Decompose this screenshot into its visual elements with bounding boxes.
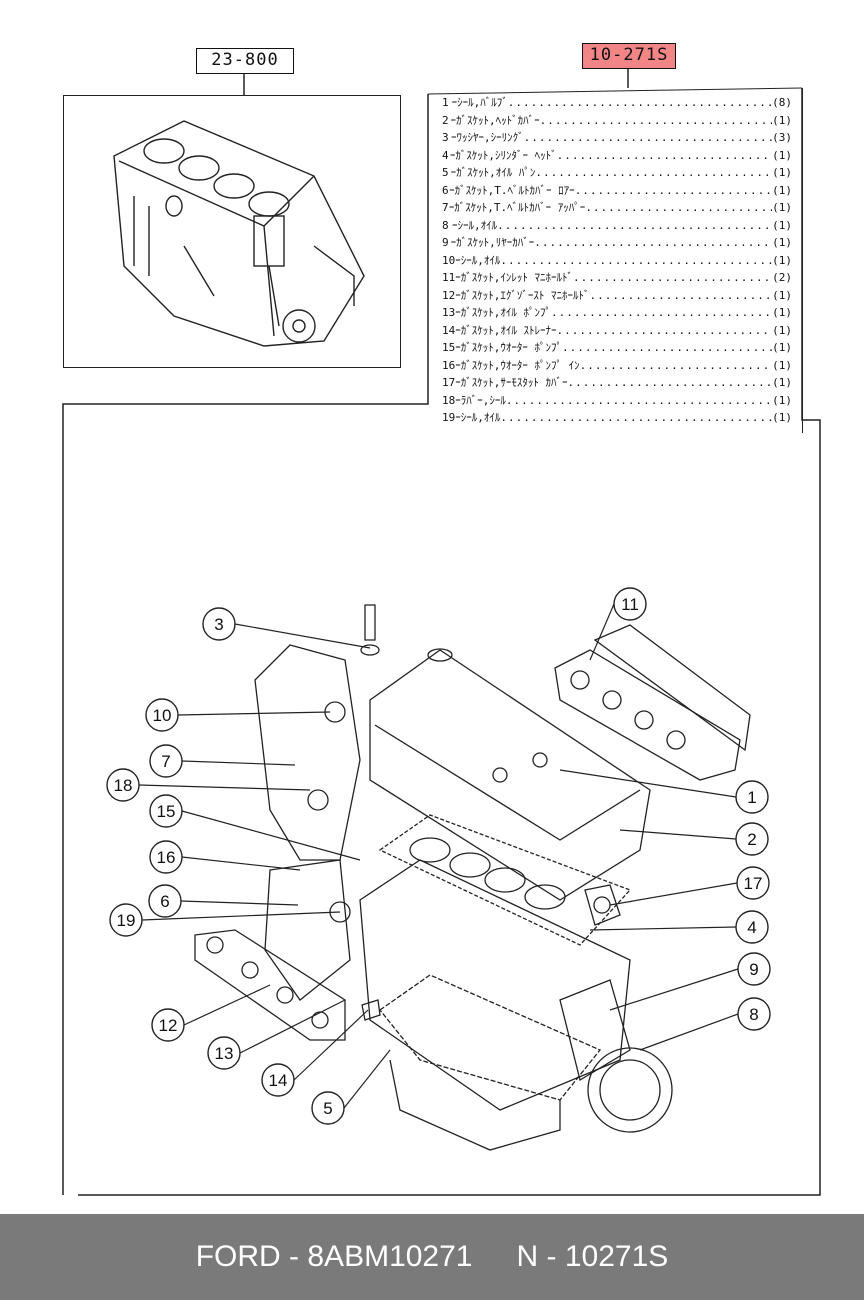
callout-number: 3	[214, 615, 223, 634]
callout-number: 15	[157, 802, 176, 821]
callout-leader-3	[234, 623, 371, 649]
callout-number: 11	[621, 595, 639, 614]
callout-leader-17	[609, 882, 738, 906]
callout-leader-18	[138, 784, 311, 791]
callout-leader-13	[239, 999, 346, 1054]
callout-number: 1	[747, 788, 756, 807]
callout-number: 9	[749, 960, 758, 979]
footer-bar: FORD - 8ABM10271 N - 10271S	[0, 1214, 864, 1300]
callout-leader-1	[559, 769, 737, 798]
callout-leader-2	[619, 829, 737, 840]
callout-11: 11	[613, 587, 647, 621]
callout-number: 7	[161, 752, 170, 771]
callout-19: 19	[109, 903, 143, 937]
footer-right-code: N - 10271S	[516, 1240, 669, 1273]
callout-leader-7	[181, 760, 296, 766]
callout-15: 15	[149, 794, 183, 828]
cylinder-block-illustration	[113, 120, 365, 347]
footer-left-code: FORD - 8ABM10271	[195, 1240, 473, 1273]
callout-number: 18	[114, 776, 133, 795]
callout-18: 18	[106, 768, 140, 802]
callout-leader-14	[293, 1009, 369, 1081]
callout-number: 13	[215, 1044, 234, 1063]
callout-9: 9	[737, 952, 771, 986]
callout-number: 6	[160, 892, 169, 911]
callout-13: 13	[207, 1036, 241, 1070]
callout-1: 1	[735, 780, 769, 814]
callout-number: 17	[744, 874, 763, 893]
callout-number: 14	[269, 1071, 288, 1090]
callout-leader-5	[343, 1049, 391, 1109]
callout-leader-16	[181, 856, 301, 871]
callout-leader-10	[177, 711, 331, 716]
callout-12: 12	[151, 1008, 185, 1042]
callout-number: 5	[323, 1099, 332, 1118]
callout-number: 8	[749, 1005, 758, 1024]
callout-number: 12	[159, 1016, 178, 1035]
callout-leader-4	[589, 926, 737, 931]
callout-17: 17	[736, 866, 770, 900]
callout-3: 3	[202, 607, 236, 641]
callout-6: 6	[148, 884, 182, 918]
cylinder-block-frame	[63, 95, 401, 368]
callout-4: 4	[735, 910, 769, 944]
callout-number: 19	[117, 911, 136, 930]
callout-2: 2	[735, 822, 769, 856]
callout-leader-15	[181, 810, 361, 861]
callout-16: 16	[149, 840, 183, 874]
callout-number: 16	[157, 848, 176, 867]
callout-number: 10	[153, 706, 172, 725]
callout-14: 14	[261, 1063, 295, 1097]
callout-leader-9	[609, 968, 739, 1011]
callout-number: 2	[747, 830, 756, 849]
callout-10: 10	[145, 698, 179, 732]
callout-leader-19	[141, 911, 341, 921]
parts-list-frame	[424, 88, 803, 433]
callout-5: 5	[311, 1091, 345, 1125]
block-part-code: 23-800	[196, 48, 294, 74]
callout-leader-6	[180, 900, 299, 906]
callout-number: 4	[747, 918, 756, 937]
callout-leader-12	[183, 984, 271, 1026]
callout-7: 7	[149, 744, 183, 778]
callout-leader-8	[639, 1013, 739, 1051]
kit-part-code: 10-271S	[582, 43, 676, 69]
callout-8: 8	[737, 997, 771, 1031]
callout-leader-11	[589, 603, 615, 661]
